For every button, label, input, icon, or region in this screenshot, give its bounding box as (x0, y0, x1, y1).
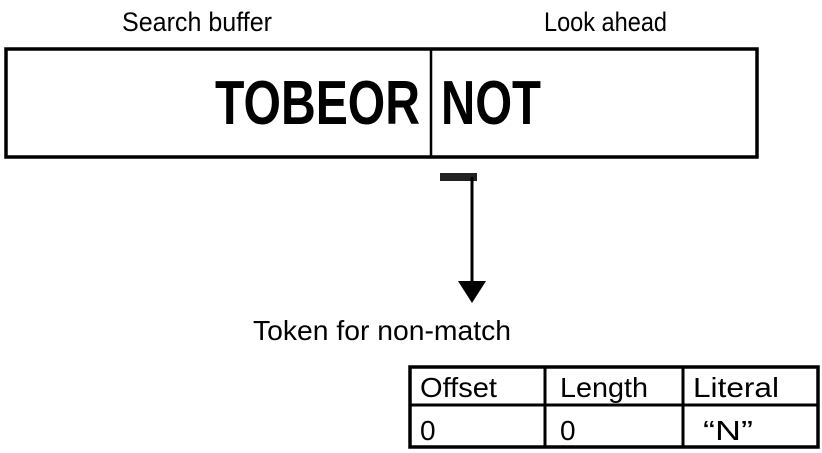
arrow-head-icon (458, 281, 486, 303)
lookahead-text: NOT (441, 69, 541, 138)
search-buffer-label: Search buffer (122, 7, 272, 37)
current-position-marker (440, 173, 477, 181)
header-length: Length (560, 372, 648, 403)
value-offset: 0 (420, 415, 436, 446)
header-literal: Literal (693, 372, 779, 403)
token-table: Offset Length Literal 0 0 “N” (408, 365, 820, 449)
buffer-box (4, 47, 759, 159)
value-literal: “N” (703, 415, 753, 446)
token-caption: Token for non-match (253, 315, 511, 346)
value-length: 0 (560, 415, 576, 446)
search-buffer-text: TOBEOR (215, 69, 420, 138)
header-offset: Offset (420, 372, 497, 403)
look-ahead-label: Look ahead (544, 7, 667, 37)
